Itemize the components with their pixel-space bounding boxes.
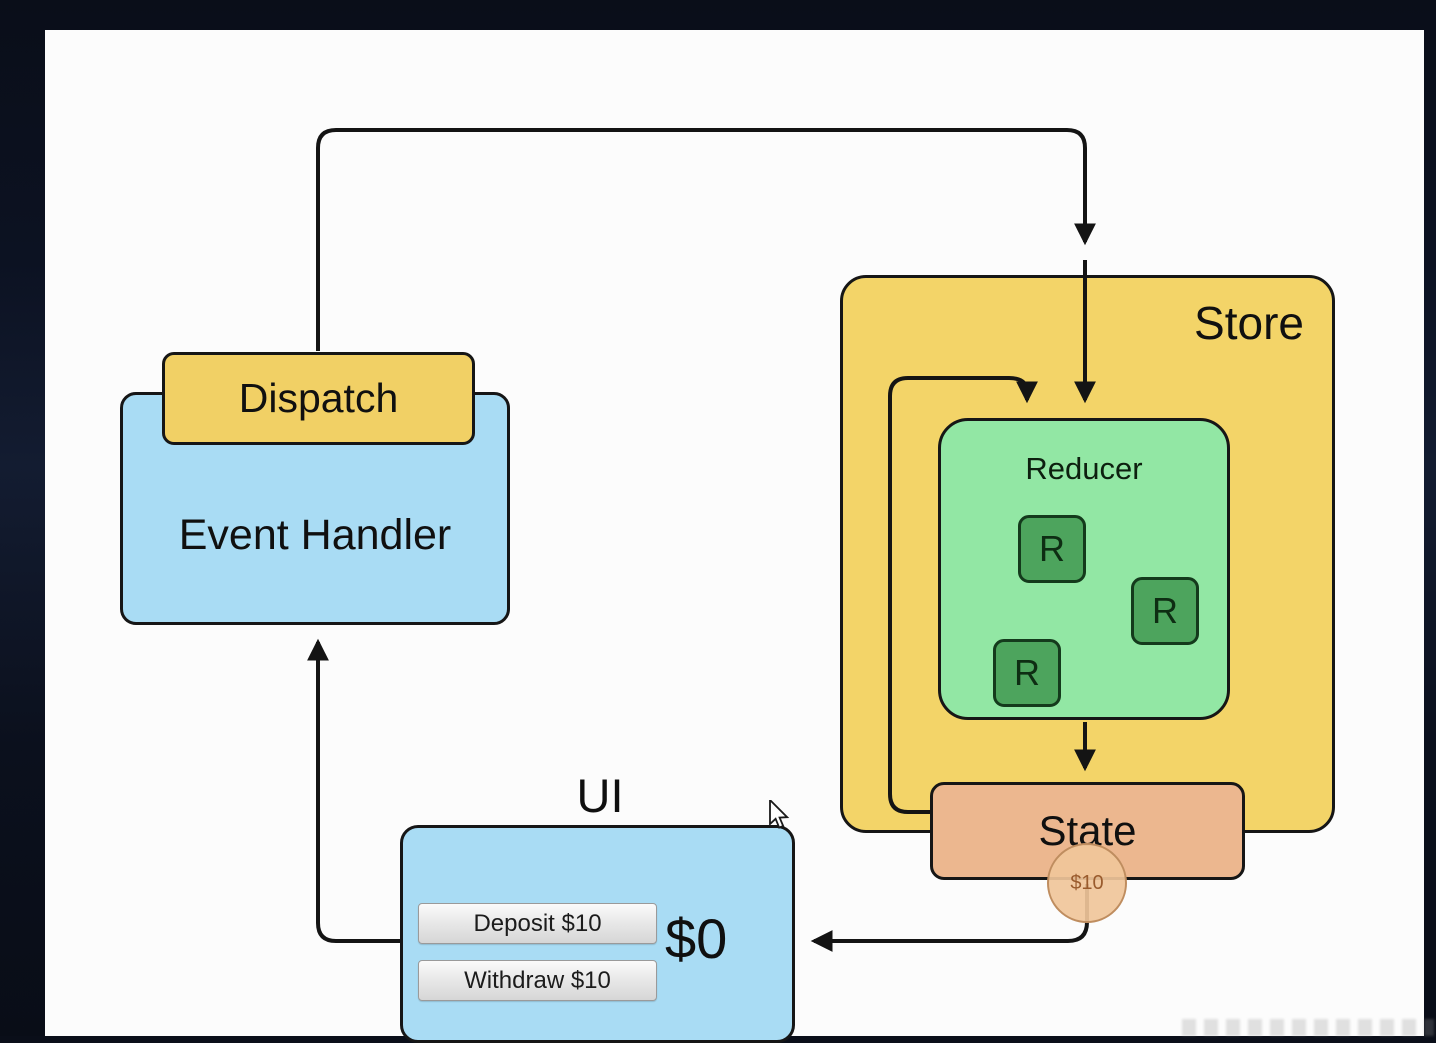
withdraw-button[interactable]: Withdraw $10 [418, 960, 657, 1001]
deposit-button-label: Deposit $10 [473, 909, 602, 937]
state-amount-badge: $10 [1047, 843, 1127, 923]
balance-value: $0 [665, 907, 728, 970]
reducer-r-badge: R [1131, 577, 1199, 645]
reducer-r-label: R [1152, 590, 1178, 631]
ui-box: Deposit $10 Withdraw $10 $0 [400, 825, 795, 1043]
watermark [1182, 1019, 1434, 1036]
reducer-r-label: R [1039, 528, 1065, 569]
state-box: State [930, 782, 1245, 880]
reducer-r-badge: R [1018, 515, 1086, 583]
dispatch-box: Dispatch [162, 352, 475, 445]
reducer-box: Reducer R R R [938, 418, 1230, 720]
state-amount-text: $10 [1070, 871, 1104, 894]
dispatch-label: Dispatch [238, 375, 399, 421]
mouse-cursor-icon [769, 800, 790, 829]
reducer-r-badge: R [993, 639, 1061, 707]
deposit-button[interactable]: Deposit $10 [418, 903, 657, 944]
reducer-label: Reducer [1025, 451, 1143, 486]
ui-label: UI [576, 769, 624, 822]
reducer-r-label: R [1014, 652, 1040, 693]
store-label: Store [1194, 297, 1304, 349]
withdraw-button-label: Withdraw $10 [464, 966, 611, 994]
event-handler-label: Event Handler [178, 511, 452, 559]
